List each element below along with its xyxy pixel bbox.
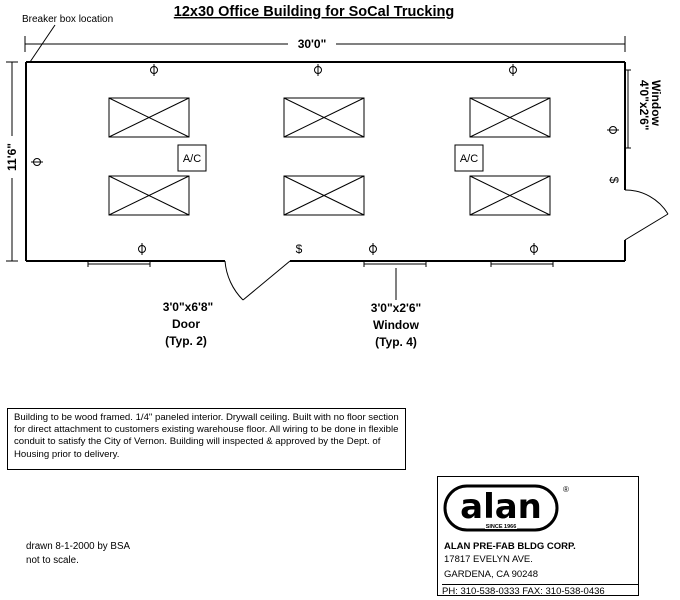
title-block: alan SINCE 1966 ® ALAN PRE-FAB BLDG CORP… xyxy=(437,476,639,597)
window-size-label: 3'0"x2'6" xyxy=(371,301,421,315)
light-fixture xyxy=(108,97,190,138)
bottom-window-right xyxy=(490,261,554,267)
switch-icon-end: $ xyxy=(607,177,621,184)
drawn-info: drawn 8-1-2000 by BSA not to scale. xyxy=(26,540,130,568)
door-callout: 3'0"x6'8" Door (Typ. 2) xyxy=(163,300,213,348)
door-size-label: 3'0"x6'8" xyxy=(163,300,213,314)
outlet-icon xyxy=(314,64,322,76)
outlet-icon xyxy=(138,243,146,255)
address-line-1: 17817 EVELYN AVE. xyxy=(444,554,533,565)
bottom-window-left xyxy=(87,261,151,267)
phone-fax: PH: 310-538-0333 FAX: 310-538-0436 xyxy=(442,584,638,597)
window-typical-note: (Typ. 4) xyxy=(375,335,417,349)
width-dimension: 11'6" xyxy=(4,61,20,262)
door-label: Door xyxy=(172,317,200,331)
address-line-2: GARDENA, CA 90248 xyxy=(444,569,538,580)
front-door xyxy=(224,260,291,301)
outlet-icon xyxy=(607,126,619,134)
construction-notes: Building to be wood framed. 1/4" paneled… xyxy=(7,408,406,470)
registered-mark: ® xyxy=(563,485,569,494)
outlet-icon xyxy=(31,158,43,166)
window-label: Window xyxy=(373,318,420,332)
logo-graphic: alan SINCE 1966 ® xyxy=(443,484,569,532)
ac-label-left: A/C xyxy=(183,153,201,165)
light-fixture xyxy=(283,175,365,216)
logo-since: SINCE 1966 xyxy=(486,524,517,530)
window-callout: 3'0"x2'6" Window (Typ. 4) xyxy=(371,268,421,349)
scale-note: not to scale. xyxy=(26,555,79,566)
outlet-icon xyxy=(530,243,538,255)
light-fixture xyxy=(283,97,365,138)
ac-label-right: A/C xyxy=(460,153,478,165)
light-fixture xyxy=(108,175,190,216)
length-dimension: 30'0" xyxy=(24,36,626,52)
outlet-icon xyxy=(369,243,377,255)
outlets xyxy=(31,64,619,255)
end-window xyxy=(625,69,631,149)
outlet-icon xyxy=(509,64,517,76)
switch-icon-front: $ xyxy=(296,242,303,256)
end-door xyxy=(624,189,669,241)
company-name: ALAN PRE-FAB BLDG CORP. xyxy=(444,541,576,552)
ac-unit-right: A/C xyxy=(454,144,484,172)
bottom-window-center xyxy=(363,261,427,267)
light-fixtures xyxy=(108,97,551,216)
width-dimension-label: 11'6" xyxy=(5,143,19,171)
length-dimension-label: 30'0" xyxy=(298,37,327,51)
end-window-label: Window xyxy=(649,80,663,127)
light-fixture xyxy=(469,175,551,216)
end-window-size-label: 4'0"x2'6" xyxy=(637,80,651,130)
outlet-icon xyxy=(150,64,158,76)
breaker-box-label: Breaker box location xyxy=(22,14,113,25)
logo-text: alan xyxy=(460,487,542,527)
drawing-title: 12x30 Office Building for SoCal Trucking xyxy=(174,4,454,20)
light-fixture xyxy=(469,97,551,138)
door-typical-note: (Typ. 2) xyxy=(165,334,207,348)
company-logo: alan SINCE 1966 ® xyxy=(443,480,571,538)
building-walls xyxy=(25,61,626,262)
drawn-by-label: drawn 8-1-2000 by BSA xyxy=(26,541,131,552)
ac-unit-left: A/C xyxy=(177,144,207,172)
